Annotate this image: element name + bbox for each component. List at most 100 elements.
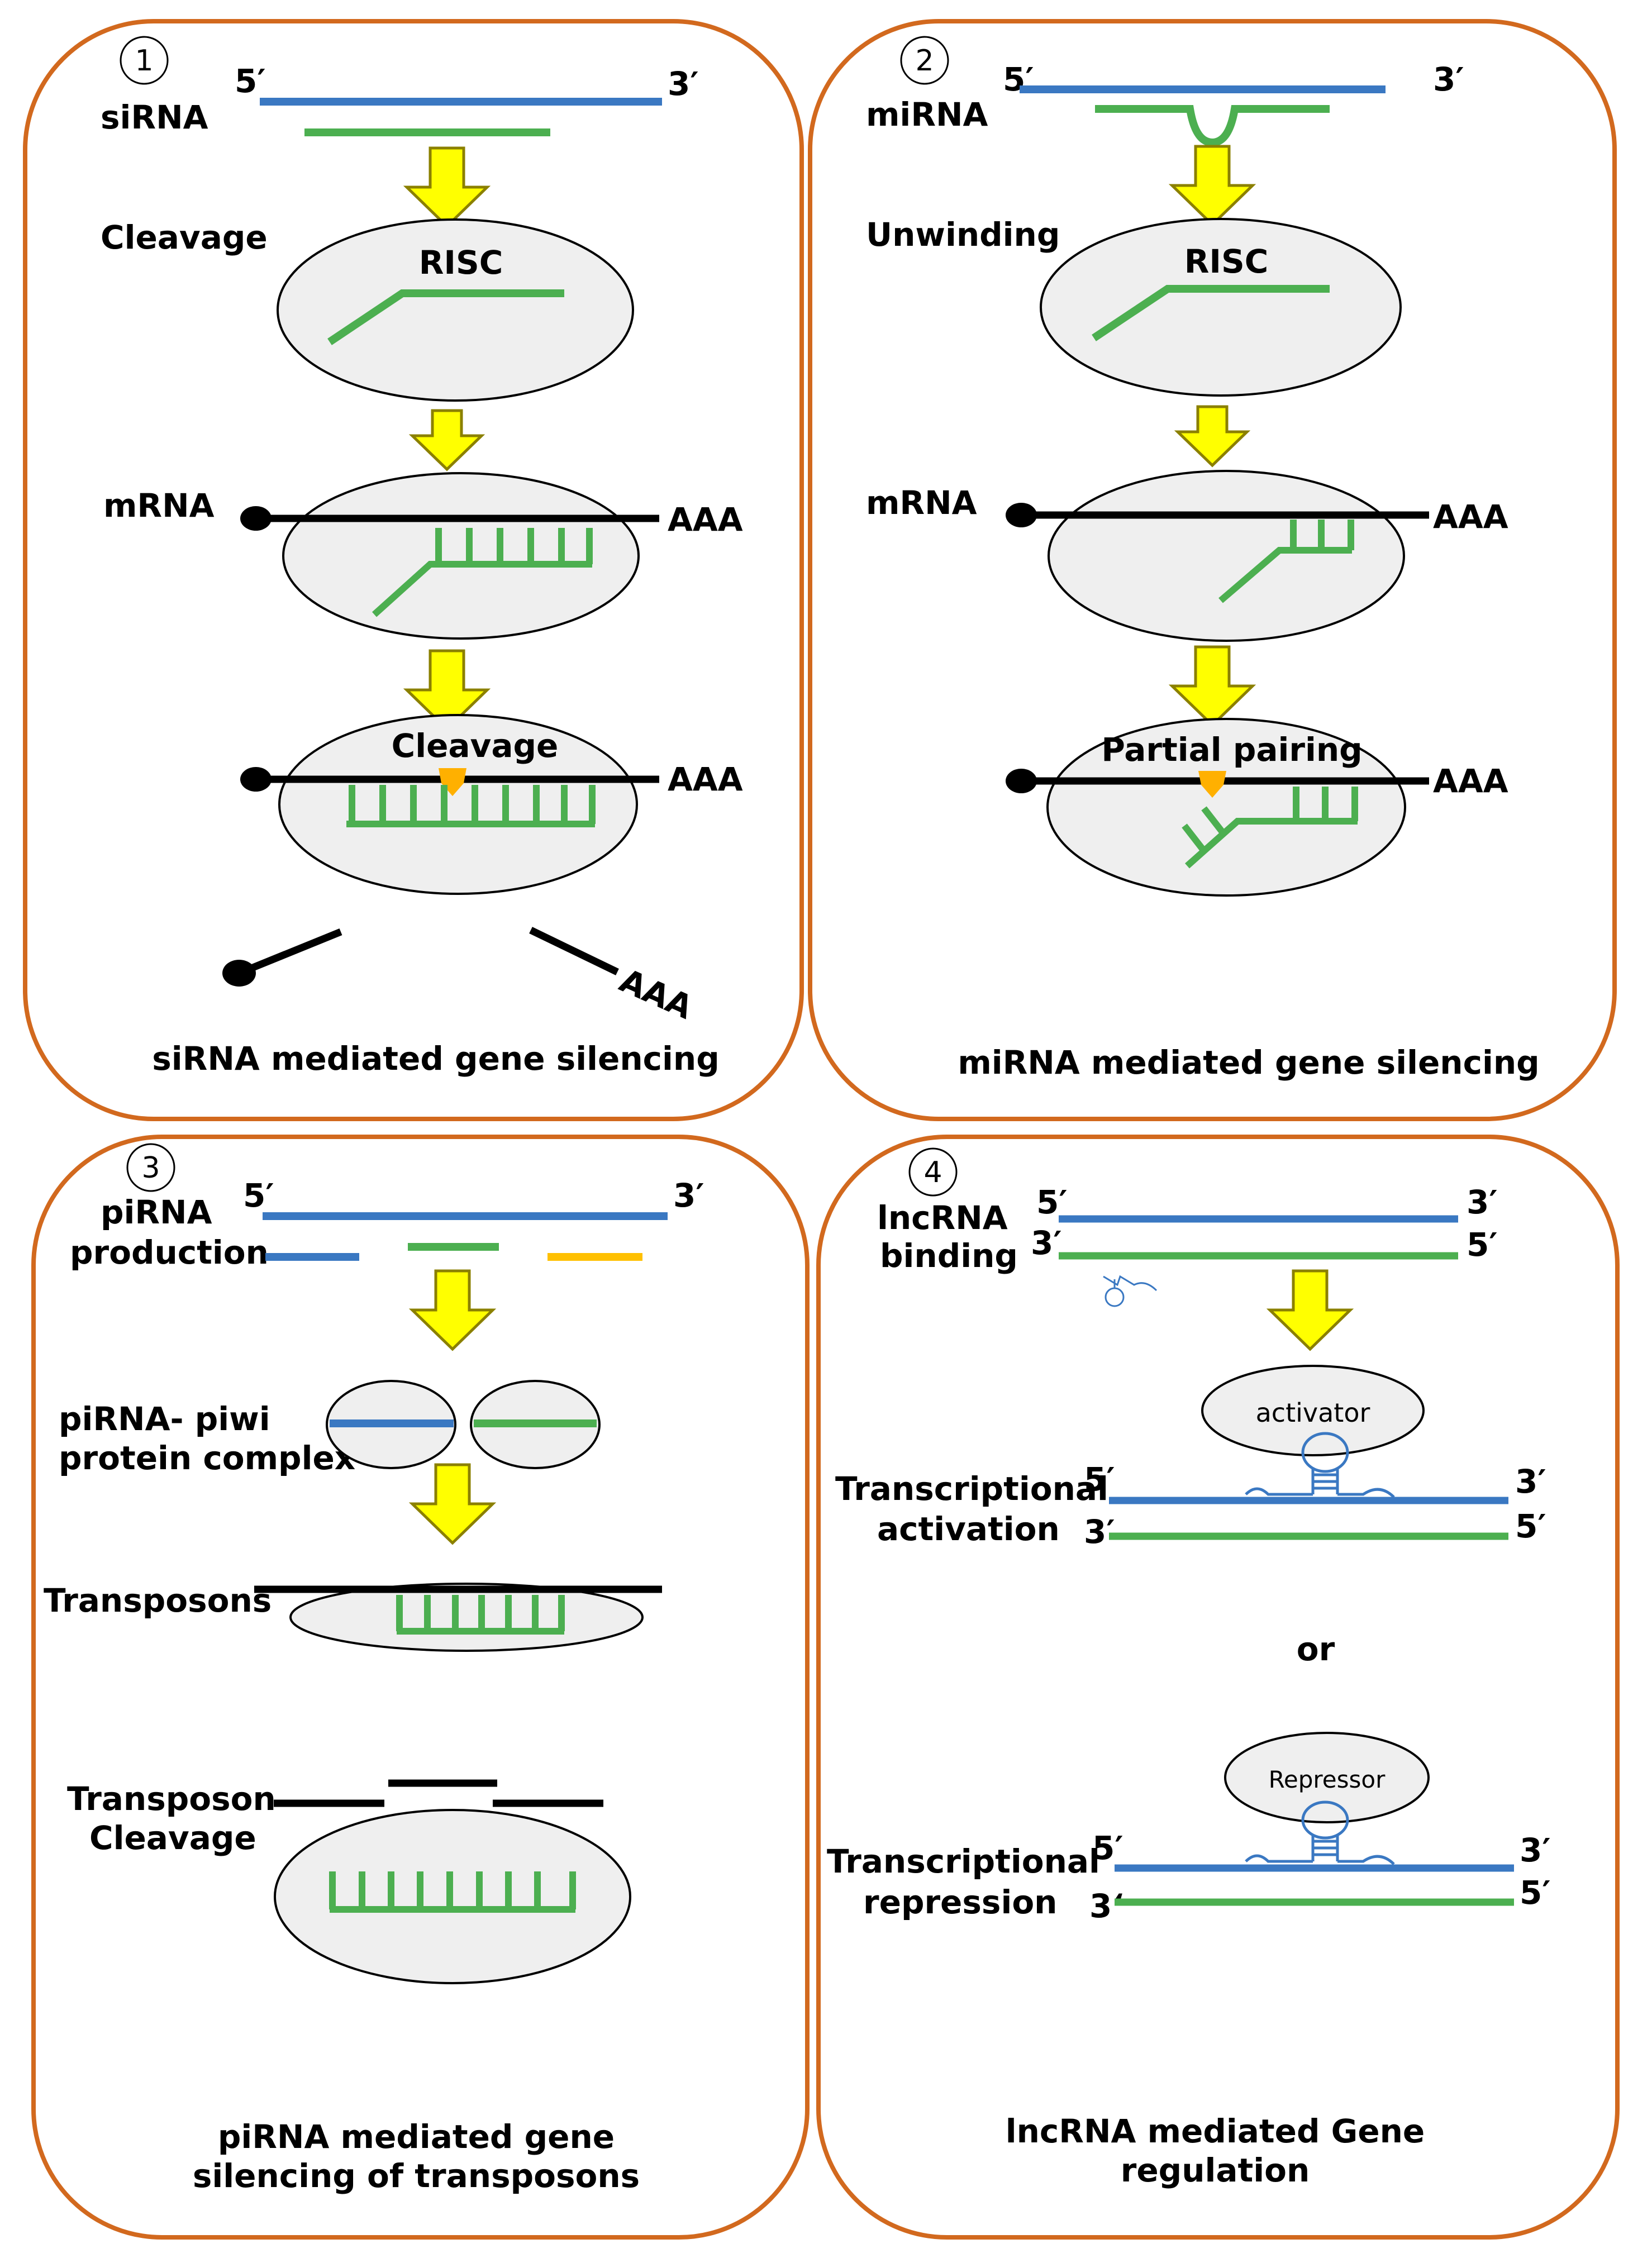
- panel-4-ta-1: Transcriptional: [835, 1470, 1108, 1508]
- panel-1-number: 1: [135, 44, 153, 78]
- panel-2-arrow-3: [1172, 647, 1253, 725]
- panel-3-border: [31, 1135, 810, 2240]
- pirna-5prime: 5′: [243, 1176, 274, 1214]
- panel-1-arrow-2: [412, 411, 482, 469]
- panel-2-border: [808, 19, 1617, 1121]
- panel-3-arrow-1: [412, 1271, 493, 1349]
- panel-2-pairing: [1218, 520, 1354, 603]
- lncrna-3prime-b: 3′: [1031, 1224, 1062, 1262]
- activator-ellipse: [1201, 1365, 1425, 1456]
- repression-5prime: 5′: [1092, 1829, 1123, 1867]
- panel-4-number: 4: [923, 1156, 942, 1189]
- panel-1-full-pairing: [346, 785, 596, 827]
- panel-2-risc-label: RISC: [1184, 242, 1269, 280]
- panel-4-caption-1: lncRNA mediated Gene: [1006, 2112, 1425, 2150]
- panel-4-ta-2: activation: [877, 1510, 1060, 1548]
- mirna-green-strand: [1095, 105, 1330, 147]
- lncrna-5prime-a: 5′: [1036, 1183, 1068, 1221]
- mirna-label: miRNA: [866, 96, 988, 134]
- panel-3-transposon-ellipse: [289, 1583, 644, 1652]
- panel-2-risc-guide-strand: [1092, 285, 1330, 341]
- panel-4-caption-2: regulation: [1121, 2151, 1310, 2189]
- panel-1-cleaved-fragments: [222, 927, 619, 987]
- panel-4-tr-1: Transcriptional: [827, 1842, 1100, 1880]
- activation-3prime: 3′: [1515, 1463, 1546, 1500]
- sirna-3prime: 3′: [668, 65, 699, 103]
- activation-5prime: 5′: [1084, 1460, 1115, 1498]
- pirna-production: production: [70, 1233, 269, 1271]
- panel-4-arrow-1: [1270, 1271, 1350, 1349]
- panel-2-mrna-label: mRNA: [866, 484, 977, 522]
- panel-3-pirna: 3 5′ 3′ piRNA production piRNA- piwi pro…: [44, 1143, 704, 2195]
- sirna-5prime: 5′: [235, 62, 266, 100]
- panel-2-mrna-ellipse: [1048, 470, 1405, 642]
- panel-1-number-circle: [120, 36, 169, 85]
- repressor-ellipse: [1224, 1732, 1430, 1823]
- panel-1-cleave-mark: [439, 768, 466, 796]
- panel-1-border: [23, 19, 804, 1121]
- panel-1-aaa-2: AAA: [668, 760, 743, 798]
- panel-3-number: 3: [141, 1151, 160, 1185]
- panel-2-risc-ellipse: [1040, 218, 1402, 397]
- panel-3-tcleave-2: Cleavage: [89, 1819, 256, 1857]
- lncrna-binding: binding: [880, 1237, 1018, 1275]
- panel-2-mirna: 2 5′ 3′ miRNA Unwinding RISC mRNA AAA Pa…: [866, 36, 1540, 1082]
- panel-3-tcleave-1: Transposon: [67, 1780, 276, 1818]
- panel-2-caption: miRNA mediated gene silencing: [958, 1044, 1539, 1082]
- panel-1-mrna-label: mRNA: [103, 487, 215, 525]
- panel-2-cleave-mark: [1198, 771, 1226, 798]
- panel-1-risc-ellipse: [277, 218, 634, 402]
- panel-1-caption: siRNA mediated gene silencing: [152, 1040, 719, 1078]
- activator-stem-loop: [1245, 1432, 1395, 1498]
- repression-3prime-2: 3‘: [1089, 1887, 1124, 1925]
- panel-4-number-circle: [908, 1147, 958, 1197]
- panel-4-lncrna: 4 lncRNA binding 5′ 3′ 3′ 5′ activator T…: [827, 1147, 1551, 2189]
- activation-5prime-2: 5′: [1515, 1507, 1546, 1545]
- repression-3prime: 3′: [1520, 1831, 1551, 1869]
- sirna-label: siRNA: [101, 98, 208, 136]
- panel-4-border: [816, 1135, 1620, 2240]
- panel-4-tr-2: repression: [863, 1883, 1057, 1921]
- panel-3-transposon-pairing: [396, 1595, 565, 1635]
- repressor-stem-loop: [1245, 1800, 1395, 1865]
- activator-label: activator: [1256, 1398, 1370, 1428]
- lncrna-small-loop-icon: [1103, 1275, 1158, 1307]
- panel-1-risc-guide-strand: [327, 289, 564, 345]
- activation-3prime-2: 3′: [1084, 1513, 1115, 1551]
- panel-2-aaa-2: AAA: [1433, 762, 1508, 800]
- panel-3-arrow-2: [412, 1465, 493, 1543]
- panel-1-risc-label: RISC: [419, 244, 503, 282]
- panel-2-partial-pairing: [1182, 787, 1358, 869]
- panel-2-unwinding: Unwinding: [866, 216, 1060, 254]
- panel-1-pairing: [372, 528, 593, 617]
- panel-3-caption-1: piRNA mediated gene: [218, 2118, 615, 2156]
- lncrna-3prime-a: 3′: [1467, 1183, 1498, 1221]
- panel-1-arrow-1: [407, 148, 487, 226]
- panel-1-aaa-3: AAA: [614, 961, 698, 1027]
- panel-3-caption-2: silencing of transposons: [193, 2157, 640, 2195]
- repressor-label: Repressor: [1269, 1766, 1386, 1793]
- mirna-3prime: 3′: [1433, 60, 1464, 98]
- panel-2-arrow-2: [1178, 407, 1247, 465]
- panel-2-number: 2: [915, 44, 934, 78]
- pirna-label: piRNA: [101, 1193, 212, 1231]
- lncrna-label: lncRNA: [877, 1199, 1008, 1237]
- panel-1-cleavage-step: Cleavage: [101, 218, 268, 256]
- panel-1-cleavage-label: Cleavage: [392, 727, 559, 765]
- panel-2-number-circle: [900, 36, 949, 85]
- lncrna-5prime-b: 5′: [1467, 1226, 1498, 1264]
- panel-4-or: or: [1297, 1630, 1335, 1668]
- panel-3-transposons: Transposons: [44, 1581, 272, 1619]
- panel-2-aaa-1: AAA: [1433, 498, 1508, 536]
- panel-1-aaa-1: AAA: [668, 501, 743, 539]
- panel-3-complex-2: protein complex: [59, 1439, 355, 1477]
- panel-2-arrow-1: [1172, 146, 1253, 225]
- panel-3-cleave-pairing: [329, 1871, 576, 1913]
- pirna-3prime: 3′: [673, 1176, 704, 1214]
- panel-3-complex-1: piRNA- piwi: [59, 1400, 270, 1438]
- panel-2-partial-ellipse: [1046, 718, 1406, 897]
- panel-1-sirna: 1 5′ 3′ siRNA Cleavage RISC mRNA AAA Cle…: [101, 36, 743, 1078]
- panel-1-cleave-ellipse: [278, 714, 638, 895]
- panel-3-number-circle: [126, 1143, 175, 1192]
